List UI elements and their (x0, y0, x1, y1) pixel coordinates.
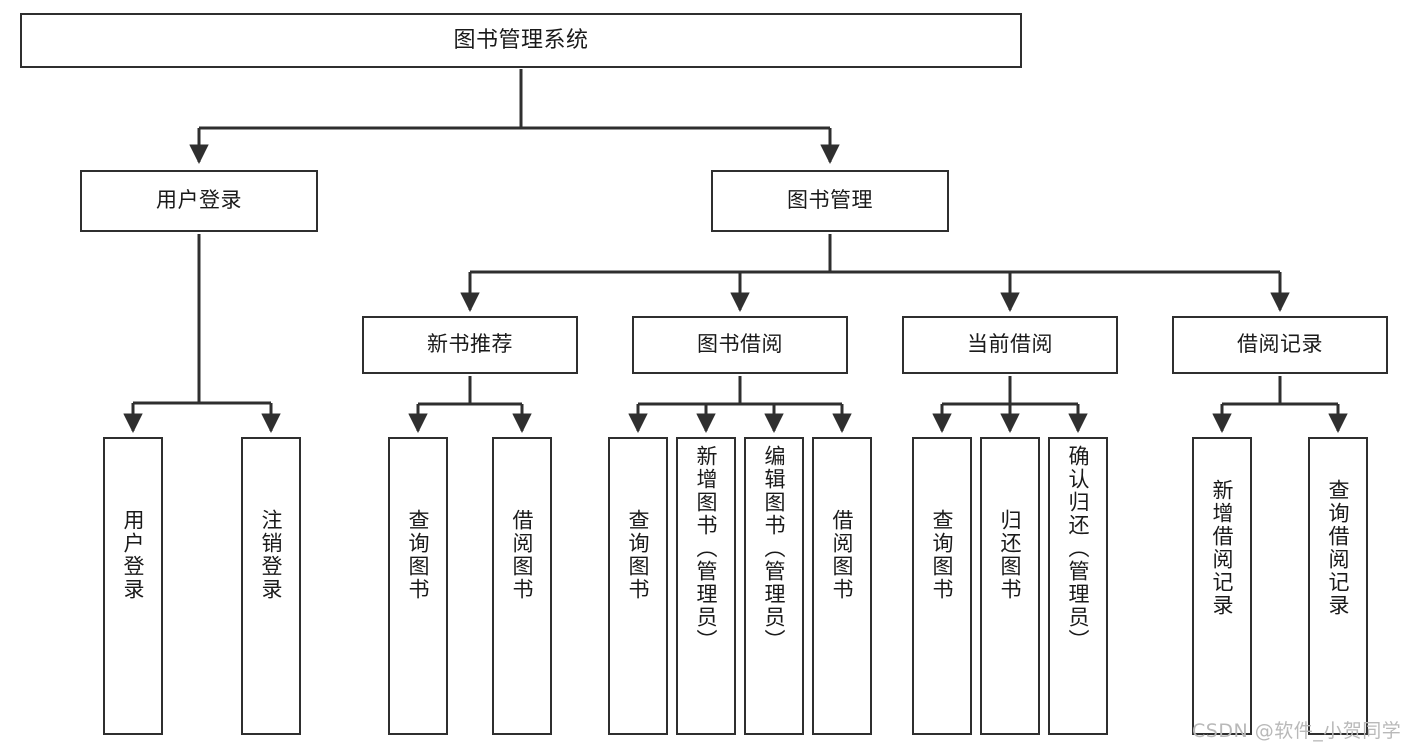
node-new-book-recommendation[interactable]: 新书推荐 (362, 316, 578, 374)
node-book-management[interactable]: 图书管理 (711, 170, 949, 232)
leaf-recommend-borrow-book[interactable]: 借阅图书 (492, 437, 552, 735)
leaf-borrow-query-book[interactable]: 查询图书 (608, 437, 668, 735)
leaf-current-return-book[interactable]: 归还图书 (980, 437, 1040, 735)
node-label: 借阅图书 (510, 509, 535, 601)
node-borrowing-record[interactable]: 借阅记录 (1172, 316, 1388, 374)
node-label: 借阅记录 (1237, 332, 1323, 357)
leaf-recommend-query-book[interactable]: 查询图书 (388, 437, 448, 735)
leaf-borrow-borrow-book[interactable]: 借阅图书 (812, 437, 872, 735)
node-label: 用户登录 (121, 509, 146, 601)
node-label: 当前借阅 (967, 332, 1053, 357)
node-label: 图书借阅 (697, 332, 783, 357)
leaf-record-query-record[interactable]: 查询借阅记录 (1308, 437, 1368, 735)
leaf-current-query-book[interactable]: 查询图书 (912, 437, 972, 735)
node-current-borrowing[interactable]: 当前借阅 (902, 316, 1118, 374)
node-label: 图书管理系统 (453, 27, 589, 53)
node-label: 新增图书（管理员） (694, 445, 719, 652)
node-label: 用户登录 (156, 188, 242, 213)
node-book-borrowing[interactable]: 图书借阅 (632, 316, 848, 374)
leaf-user-login[interactable]: 用户登录 (103, 437, 163, 735)
node-label: 编辑图书（管理员） (762, 445, 787, 652)
leaf-current-confirm-return-admin[interactable]: 确认归还（管理员） (1048, 437, 1108, 735)
node-label: 新书推荐 (427, 332, 513, 357)
node-label: 查询图书 (406, 509, 431, 601)
node-label: 确认归还（管理员） (1066, 445, 1091, 652)
csdn-watermark: CSDN @软件_小贺同学 (1192, 720, 1402, 742)
leaf-logout[interactable]: 注销登录 (241, 437, 301, 735)
leaf-borrow-add-book-admin[interactable]: 新增图书（管理员） (676, 437, 736, 735)
node-label: 查询借阅记录 (1326, 479, 1351, 617)
leaf-record-add-record[interactable]: 新增借阅记录 (1192, 437, 1252, 735)
leaf-borrow-edit-book-admin[interactable]: 编辑图书（管理员） (744, 437, 804, 735)
node-label: 图书管理 (787, 188, 873, 213)
node-label: 查询图书 (930, 509, 955, 601)
node-user-login[interactable]: 用户登录 (80, 170, 318, 232)
node-root-book-management-system[interactable]: 图书管理系统 (20, 13, 1022, 68)
node-label: 查询图书 (626, 509, 651, 601)
node-label: 借阅图书 (830, 509, 855, 601)
node-label: 归还图书 (998, 509, 1023, 601)
node-label: 新增借阅记录 (1210, 479, 1235, 617)
node-label: 注销登录 (259, 509, 284, 601)
